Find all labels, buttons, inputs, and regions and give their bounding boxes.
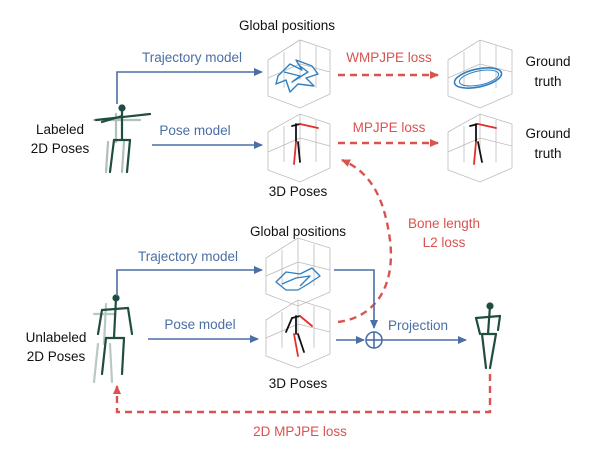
global-positions-3d-plot-icon bbox=[267, 39, 331, 109]
arrow-trajectory-model-bottom: Trajectory model bbox=[116, 249, 263, 296]
pose-model-label: Pose model bbox=[164, 317, 235, 332]
wmpjpe-loss-label: WMPJPE loss bbox=[346, 50, 432, 65]
global-positions-title: Global positions bbox=[250, 224, 346, 239]
arrow-bone-length-loss: Bone length L2 loss bbox=[337, 158, 480, 324]
trajectory-model-label: Trajectory model bbox=[138, 249, 238, 264]
ground-truth-label: Ground bbox=[525, 54, 570, 69]
circle-plus-icon bbox=[365, 331, 383, 349]
unlabeled-2d-poses-label: 2D Poses bbox=[27, 349, 86, 364]
ground-truth-label: Ground bbox=[525, 126, 570, 141]
poses-3d-plot-icon bbox=[265, 299, 331, 369]
arrow-trajectory-model-top: Trajectory model bbox=[116, 50, 263, 104]
labeled-2d-poses-label: Labeled bbox=[36, 122, 84, 137]
2d-mpjpe-loss-label: 2D MPJPE loss bbox=[253, 424, 347, 439]
projection-label: Projection bbox=[388, 318, 448, 333]
poses-3d-plot-icon bbox=[267, 113, 331, 183]
arrow-trajectory-to-sum bbox=[334, 269, 378, 329]
ground-truth-label: truth bbox=[534, 74, 561, 89]
arrow-wmpjpe-loss: WMPJPE loss bbox=[338, 50, 439, 79]
pose-model-label: Pose model bbox=[159, 123, 230, 138]
arrow-pose-model-top: Pose model bbox=[152, 123, 263, 149]
projected-skeleton-2d-icon bbox=[474, 302, 502, 370]
3d-poses-label: 3D Poses bbox=[269, 184, 328, 199]
arrow-pose-model-bottom: Pose model bbox=[148, 317, 259, 343]
unlabeled-skeleton-2d-icon bbox=[92, 294, 134, 384]
arrow-2d-mpjpe-loss: 2D MPJPE loss bbox=[113, 374, 492, 439]
bone-length-loss-label: L2 loss bbox=[423, 235, 466, 250]
global-positions-3d-plot-icon bbox=[265, 237, 331, 307]
ground-truth-trajectory-3d-plot-icon bbox=[447, 39, 513, 109]
arrow-projection: Projection bbox=[382, 318, 467, 344]
arrow-mpjpe-loss: MPJPE loss bbox=[338, 120, 439, 147]
3d-poses-label: 3D Poses bbox=[269, 376, 328, 391]
mpjpe-loss-label: MPJPE loss bbox=[353, 120, 426, 135]
ground-truth-label: truth bbox=[534, 146, 561, 161]
ground-truth-pose-3d-plot-icon bbox=[447, 113, 513, 183]
global-positions-title: Global positions bbox=[239, 18, 335, 33]
bone-length-loss-label: Bone length bbox=[408, 216, 480, 231]
trajectory-model-label: Trajectory model bbox=[142, 50, 242, 65]
unlabeled-2d-poses-label: Unlabeled bbox=[26, 330, 87, 345]
labeled-2d-poses-label: 2D Poses bbox=[31, 141, 90, 156]
labeled-skeleton-2d-icon bbox=[92, 104, 152, 174]
